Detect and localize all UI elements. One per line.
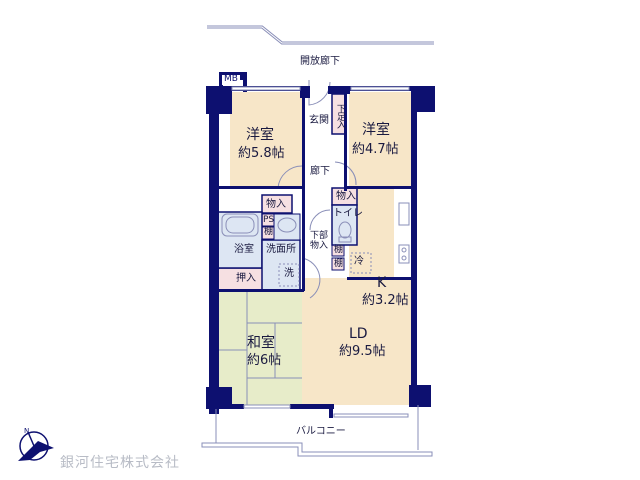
- company-name: 銀河住宅株式会社: [60, 455, 180, 471]
- western-room-2-name: 洋室: [362, 122, 390, 138]
- meter-box-label: MB: [222, 74, 240, 85]
- lower-storage-label-2: 物入: [310, 241, 329, 251]
- western-room-1-floor: [230, 92, 304, 188]
- ps-label: PS: [263, 215, 275, 225]
- japanese-room-size: 約6帖: [247, 353, 282, 368]
- balcony-label: バルコニー: [296, 426, 346, 437]
- bathroom-label: 浴室: [234, 244, 254, 255]
- western-room-1-size: 約5.8帖: [238, 146, 285, 161]
- kitchen-size: 約3.2帖: [362, 293, 409, 308]
- toilet-label: トイレ: [333, 208, 363, 219]
- walls: [206, 72, 435, 418]
- ld-size: 約9.5帖: [339, 344, 386, 359]
- compass-bird-logo: N: [18, 427, 54, 461]
- ld-floor: [302, 278, 411, 405]
- kitchen-name: K: [377, 275, 387, 291]
- shelf-1-label: 棚: [334, 245, 344, 255]
- storage-top-label: 物入: [266, 199, 286, 210]
- ld-name: LD: [349, 326, 368, 342]
- corridor-railing: [207, 25, 434, 45]
- washroom-label: 洗面所: [266, 244, 296, 255]
- japanese-room-floor: [218, 290, 302, 405]
- fridge-label: 冷: [354, 256, 364, 267]
- entrance-label: 玄関: [309, 115, 329, 126]
- shelf-2-label: 棚: [334, 259, 344, 269]
- shelf-ps-label: 棚: [264, 227, 274, 237]
- western-room-1-name: 洋室: [246, 127, 274, 143]
- closet-label: 押入: [236, 273, 256, 284]
- svg-text:N: N: [24, 427, 29, 435]
- japanese-room-name: 和室: [247, 335, 275, 351]
- corridor-label: 開放廊下: [300, 56, 340, 67]
- hallway-label: 廊下: [310, 166, 330, 177]
- balcony-outline: [201, 405, 433, 457]
- western-room-2-size: 約4.7帖: [352, 142, 399, 157]
- storage-toilet-label: 物入: [336, 191, 356, 202]
- shoe-storage-label: 下足入: [334, 104, 345, 128]
- lower-storage-label-1: 下部: [310, 231, 329, 241]
- western-room-2-floor: [349, 92, 411, 186]
- kitchen-counter: [394, 188, 411, 280]
- washer-label: 洗: [284, 268, 294, 279]
